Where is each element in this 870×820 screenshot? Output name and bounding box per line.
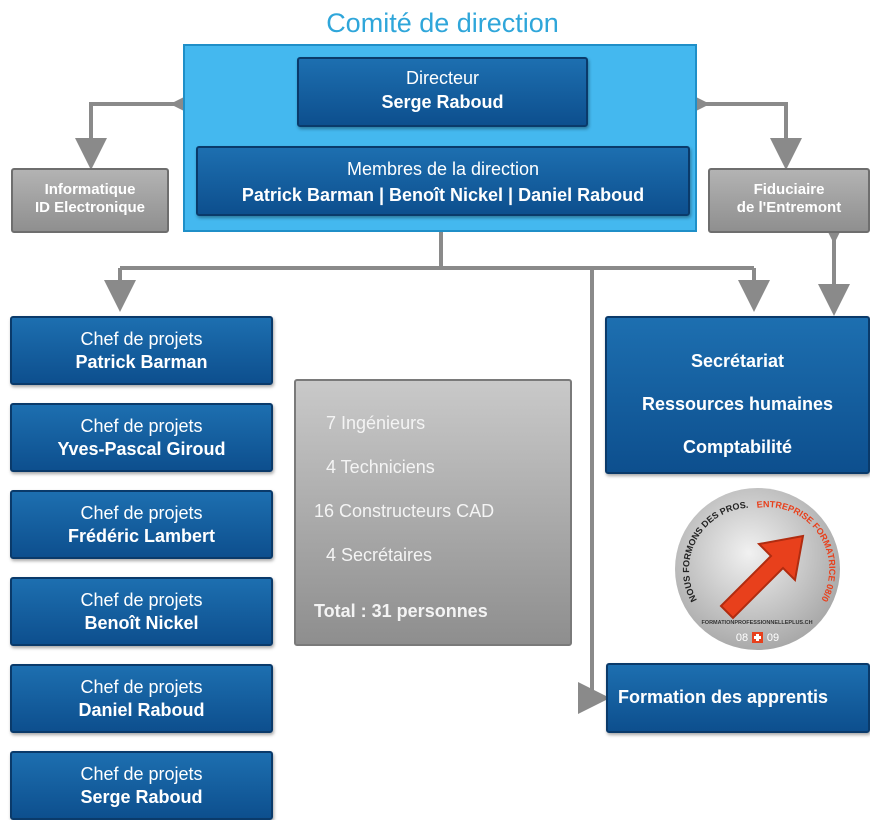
chef-name: Daniel Raboud bbox=[78, 700, 205, 720]
chef-role: Chef de projets bbox=[80, 503, 203, 523]
chef-box-5: Chef de projets Daniel Raboud bbox=[10, 664, 273, 733]
services-rh: Ressources humaines bbox=[641, 394, 834, 414]
informatique-line2: ID Electronique bbox=[34, 199, 146, 216]
fiduciaire-line1: Fiduciaire bbox=[753, 181, 825, 198]
apprentis-box: Formation des apprentis bbox=[606, 663, 870, 733]
diagram-title: Comité de direction bbox=[326, 8, 559, 38]
staff-box: 7 Ingénieurs 4 Techniciens 16 Constructe… bbox=[294, 379, 572, 646]
fiduciaire-box: Fiduciaire de l'Entremont bbox=[708, 168, 870, 233]
director-box: Directeur Serge Raboud bbox=[297, 57, 588, 127]
staff-item: 4 Techniciens bbox=[326, 457, 435, 477]
chef-role: Chef de projets bbox=[80, 677, 203, 697]
badge-year-left: 08 bbox=[736, 632, 748, 644]
chef-box-3: Chef de projets Frédéric Lambert bbox=[10, 490, 273, 559]
staff-item: 7 Ingénieurs bbox=[326, 413, 426, 433]
connector-fiduciaire bbox=[678, 88, 802, 170]
chef-name: Patrick Barman bbox=[75, 352, 208, 372]
chef-name: Frédéric Lambert bbox=[67, 526, 216, 546]
chef-box-4: Chef de projets Benoît Nickel bbox=[10, 577, 273, 646]
chef-role: Chef de projets bbox=[80, 329, 203, 349]
fiduciaire-line2: de l'Entremont bbox=[736, 199, 842, 216]
director-label: Directeur bbox=[405, 68, 480, 88]
members-box: Membres de la direction Patrick Barman |… bbox=[196, 146, 690, 216]
staff-item: 16 Constructeurs CAD bbox=[314, 501, 495, 521]
connector-informatique bbox=[75, 88, 202, 170]
badge-graphic: NOUS FORMONS DES PROS. ENTREPRISE FORMAT… bbox=[675, 488, 837, 644]
services-comptabilite: Comptabilité bbox=[682, 437, 792, 457]
members-names: Patrick Barman | Benoît Nickel | Daniel … bbox=[241, 185, 645, 205]
apprentis-label: Formation des apprentis bbox=[618, 687, 829, 707]
connector-apprentis bbox=[578, 268, 610, 714]
informatique-box: Informatique ID Electronique bbox=[11, 168, 169, 233]
services-secretariat: Secrétariat bbox=[690, 351, 785, 371]
badge-arrow-icon bbox=[719, 534, 805, 620]
staff-item: 4 Secrétaires bbox=[326, 545, 433, 565]
members-label: Membres de la direction bbox=[346, 159, 540, 179]
chef-name: Serge Raboud bbox=[80, 787, 203, 807]
director-name: Serge Raboud bbox=[381, 92, 504, 112]
badge-site-text: FORMATIONPROFESSIONNELLEPLUS.CH bbox=[701, 620, 812, 626]
informatique-line1: Informatique bbox=[44, 181, 136, 198]
chef-box-1: Chef de projets Patrick Barman bbox=[10, 316, 273, 385]
badge-year-right: 09 bbox=[767, 632, 779, 644]
staff-total: Total : 31 personnes bbox=[314, 601, 488, 621]
chef-box-2: Chef de projets Yves-Pascal Giroud bbox=[10, 403, 273, 472]
chef-box-6: Chef de projets Serge Raboud bbox=[10, 751, 273, 820]
services-box: Secrétariat Ressources humaines Comptabi… bbox=[605, 316, 870, 474]
chef-name: Benoît Nickel bbox=[84, 613, 199, 633]
chef-role: Chef de projets bbox=[80, 416, 203, 436]
entreprise-formatrice-badge: NOUS FORMONS DES PROS. ENTREPRISE FORMAT… bbox=[675, 488, 840, 650]
chef-role: Chef de projets bbox=[80, 590, 203, 610]
chef-name: Yves-Pascal Giroud bbox=[57, 439, 226, 459]
chef-role: Chef de projets bbox=[80, 764, 203, 784]
